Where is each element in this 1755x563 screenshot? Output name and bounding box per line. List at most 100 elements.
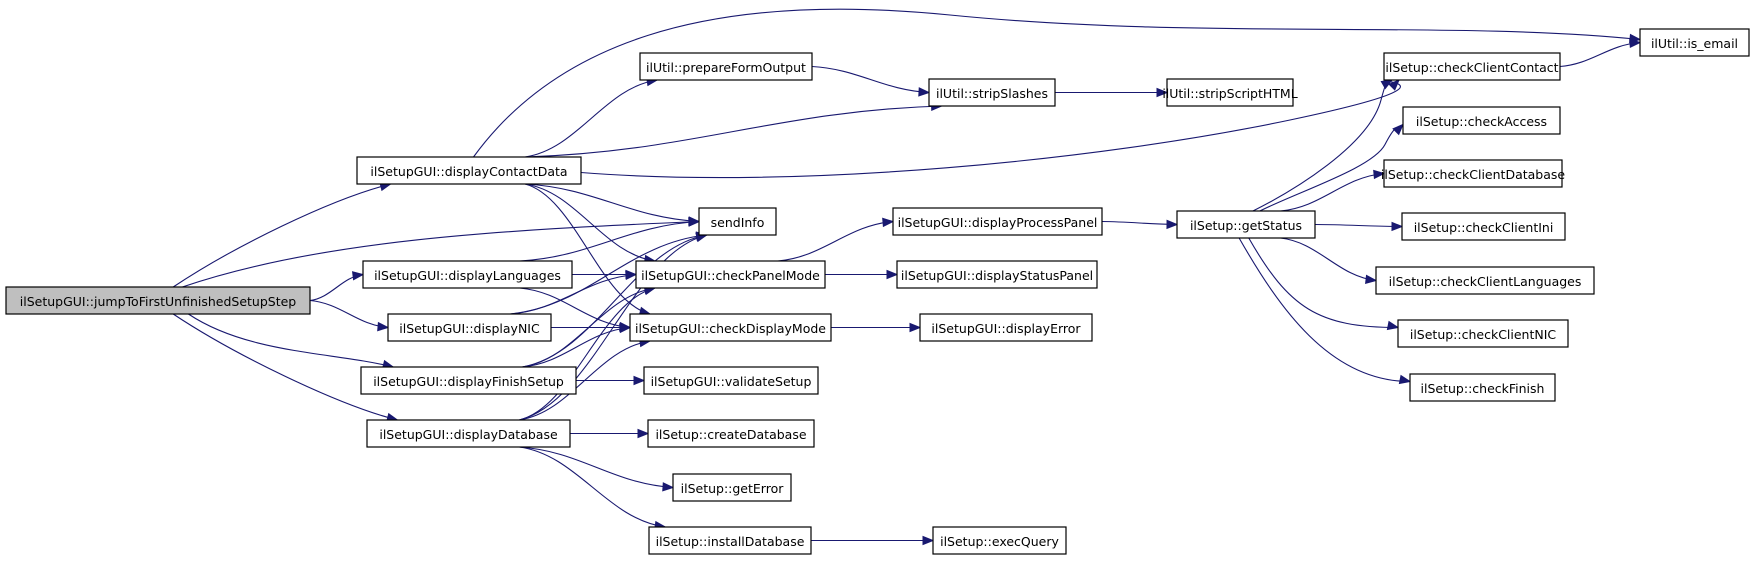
node-geterror[interactable]: ilSetup::getError — [672, 473, 792, 502]
edge-clientcontact-to-isemail — [1559, 38, 1642, 68]
node-label: ilSetup::getError — [681, 481, 785, 496]
edge-line — [188, 313, 394, 368]
node-label: ilSetup::createDatabase — [655, 427, 806, 442]
node-checkfinish[interactable]: ilSetup::checkFinish — [1409, 373, 1556, 402]
edge-line — [519, 446, 674, 489]
node-prepare[interactable]: ilUtil::prepareFormOutput — [639, 52, 813, 81]
node-createdb[interactable]: ilSetup::createDatabase — [647, 419, 815, 448]
node-sendinfo[interactable]: sendInfo — [698, 207, 777, 236]
node-box[interactable] — [1375, 266, 1595, 295]
node-label: ilSetupGUI::displayContactData — [370, 164, 567, 179]
edge-database-to-geterror — [519, 446, 675, 492]
edge-line — [1280, 172, 1385, 212]
root-node-box[interactable] — [5, 286, 311, 315]
node-panelmode[interactable]: ilSetupGUI::checkPanelMode — [635, 260, 826, 289]
edge-getstatus-to-clientdb — [1280, 169, 1386, 212]
edge-line — [519, 220, 700, 262]
node-box[interactable] — [1166, 78, 1294, 107]
arrowhead-icon — [619, 323, 632, 334]
edge-line — [522, 326, 631, 368]
arrowhead-icon — [1156, 87, 1169, 98]
node-box[interactable] — [698, 207, 777, 236]
node-box[interactable] — [1383, 52, 1561, 81]
arrowhead-icon — [882, 217, 895, 228]
node-box[interactable] — [647, 419, 815, 448]
node-getstatus[interactable]: ilSetup::getStatus — [1176, 210, 1316, 239]
node-clientnic[interactable]: ilSetup::checkClientNIC — [1397, 319, 1569, 348]
node-label: ilSetup::checkClientLanguages — [1389, 274, 1582, 289]
node-box[interactable] — [356, 156, 582, 185]
edge-line — [1559, 41, 1641, 68]
node-box[interactable] — [387, 313, 552, 342]
node-box[interactable] — [360, 366, 577, 395]
node-box[interactable] — [932, 526, 1067, 555]
node-isemail[interactable]: ilUtil::is_email — [1639, 28, 1750, 57]
node-clientdb[interactable]: ilSetup::checkClientDatabase — [1381, 159, 1565, 188]
node-label: ilSetupGUI::displayFinishSetup — [373, 374, 564, 389]
edge-displaymode-to-displayerror — [831, 322, 922, 333]
node-box[interactable] — [643, 366, 819, 395]
edges-layer — [172, 8, 1642, 546]
node-languages[interactable]: ilSetupGUI::displayLanguages — [362, 260, 573, 289]
node-box[interactable] — [1397, 319, 1569, 348]
node-box[interactable] — [648, 526, 812, 555]
node-stripscript[interactable]: ilUtil::stripScriptHTML — [1162, 78, 1298, 107]
node-stripslashes[interactable]: ilUtil::stripSlashes — [928, 78, 1056, 107]
arrowhead-icon — [1398, 374, 1412, 385]
edge-panelmode-to-statuspanel — [825, 269, 899, 280]
node-clientini[interactable]: ilSetup::checkClientIni — [1401, 212, 1566, 241]
node-box[interactable] — [1402, 106, 1561, 135]
node-displaymode[interactable]: ilSetupGUI::checkDisplayMode — [629, 313, 832, 342]
node-box[interactable] — [928, 78, 1056, 107]
node-installdb[interactable]: ilSetup::installDatabase — [648, 526, 812, 555]
edge-finish-to-sendinfo — [522, 232, 709, 368]
node-displayerror[interactable]: ilSetupGUI::displayError — [919, 313, 1093, 342]
node-box[interactable] — [896, 260, 1098, 289]
node-clientlang[interactable]: ilSetup::checkClientLanguages — [1375, 266, 1595, 295]
edge-line — [519, 234, 707, 421]
node-box[interactable] — [639, 52, 813, 81]
node-box[interactable] — [635, 260, 826, 289]
node-box[interactable] — [1639, 28, 1750, 57]
edge-line — [172, 183, 391, 288]
node-box[interactable] — [1383, 159, 1563, 188]
node-root[interactable]: ilSetupGUI::jumpToFirstUnfinishedSetupSt… — [5, 286, 311, 315]
edge-languages-to-sendinfo — [519, 217, 701, 262]
node-box[interactable] — [366, 419, 571, 448]
node-access[interactable]: ilSetup::checkAccess — [1402, 106, 1561, 135]
node-box[interactable] — [919, 313, 1093, 342]
edge-database-to-createdb — [570, 428, 650, 439]
edge-line — [309, 299, 389, 329]
node-statuspanel[interactable]: ilSetupGUI::displayStatusPanel — [896, 260, 1098, 289]
node-label: ilUtil::is_email — [1651, 36, 1738, 51]
edge-contact-to-stripslashes — [524, 101, 943, 158]
edge-installdb-to-execquery — [811, 535, 935, 546]
node-label: ilSetupGUI::displayStatusPanel — [901, 268, 1093, 283]
edge-line — [524, 105, 942, 158]
edge-nic-to-panelmode — [510, 270, 638, 315]
node-box[interactable] — [1176, 210, 1316, 239]
node-label: ilUtil::stripSlashes — [936, 86, 1048, 101]
node-nic[interactable]: ilSetupGUI::displayNIC — [387, 313, 552, 342]
node-database[interactable]: ilSetupGUI::displayDatabase — [366, 419, 571, 448]
node-clientcontact[interactable]: ilSetup::checkClientContact — [1383, 52, 1561, 81]
node-validate[interactable]: ilSetupGUI::validateSetup — [643, 366, 819, 395]
node-box[interactable] — [672, 473, 792, 502]
node-finish[interactable]: ilSetupGUI::displayFinishSetup — [360, 366, 577, 395]
edge-line — [1314, 223, 1403, 228]
node-label: ilSetup::installDatabase — [656, 534, 805, 549]
node-box[interactable] — [1409, 373, 1556, 402]
edge-root-to-languages — [309, 271, 365, 302]
node-box[interactable] — [892, 207, 1103, 236]
node-processpanel[interactable]: ilSetupGUI::displayProcessPanel — [892, 207, 1103, 236]
node-box[interactable] — [629, 313, 832, 342]
edge-line — [1280, 237, 1377, 282]
arrowhead-icon — [886, 269, 899, 280]
edge-line — [1248, 237, 1399, 329]
node-label: ilSetupGUI::displayError — [931, 321, 1081, 336]
node-box[interactable] — [362, 260, 573, 289]
node-box[interactable] — [1401, 212, 1566, 241]
node-execquery[interactable]: ilSetup::execQuery — [932, 526, 1067, 555]
node-contact[interactable]: ilSetupGUI::displayContactData — [356, 156, 582, 185]
edge-finish-to-displaymode — [522, 323, 632, 368]
